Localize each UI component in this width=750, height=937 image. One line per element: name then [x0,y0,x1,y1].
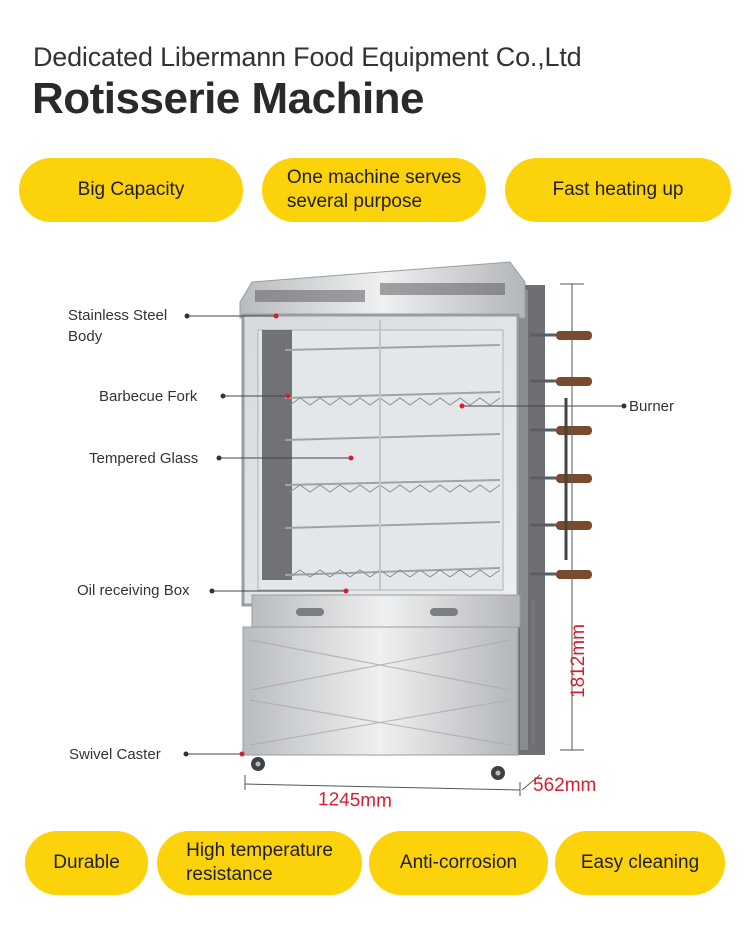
callout-burner: Burner [629,398,675,415]
feature-label-line1: One machine serves [286,167,462,188]
feature-label-line2: resistance [186,864,273,885]
callout-barbecue-fork: Barbecue Fork [99,388,198,405]
dimension-height: 1812mm [568,624,589,698]
feature-label-line2: several purpose [286,191,423,212]
company-name: Dedicated Libermann Food Equipment Co.,L… [33,42,582,72]
callout-oil-receiving-box: Oil receiving Box [77,582,190,599]
callout-stainless-steel-body: Stainless Steel Body [68,305,167,347]
callout-text-line2: Body [68,328,103,345]
dimension-width: 1245mm [317,789,393,812]
feature-label: Big Capacity [77,179,185,200]
feature-pill-big-capacity: Big Capacity [19,158,243,222]
callout-text-line1: Stainless Steel [68,307,168,324]
feature-label: Durable [53,852,120,873]
feature-pill-easy-cleaning: Easy cleaning [555,831,725,895]
feature-label: Anti-corrosion [399,852,518,873]
feature-label: Easy cleaning [580,852,700,873]
feature-pill-high-temperature: High temperature resistance [157,831,362,895]
feature-label: Fast heating up [552,179,684,200]
feature-pill-fast-heating: Fast heating up [505,158,731,222]
page-title: Rotisserie Machine [32,74,425,123]
feature-label-line1: High temperature [186,840,333,861]
callout-swivel-caster: Swivel Caster [69,746,161,763]
callout-tempered-glass: Tempered Glass [89,450,199,467]
feature-pill-durable: Durable [25,831,148,895]
dimension-depth: 562mm [533,775,597,796]
feature-pill-multi-purpose: One machine serves several purpose [262,158,486,222]
feature-pill-anti-corrosion: Anti-corrosion [369,831,548,895]
